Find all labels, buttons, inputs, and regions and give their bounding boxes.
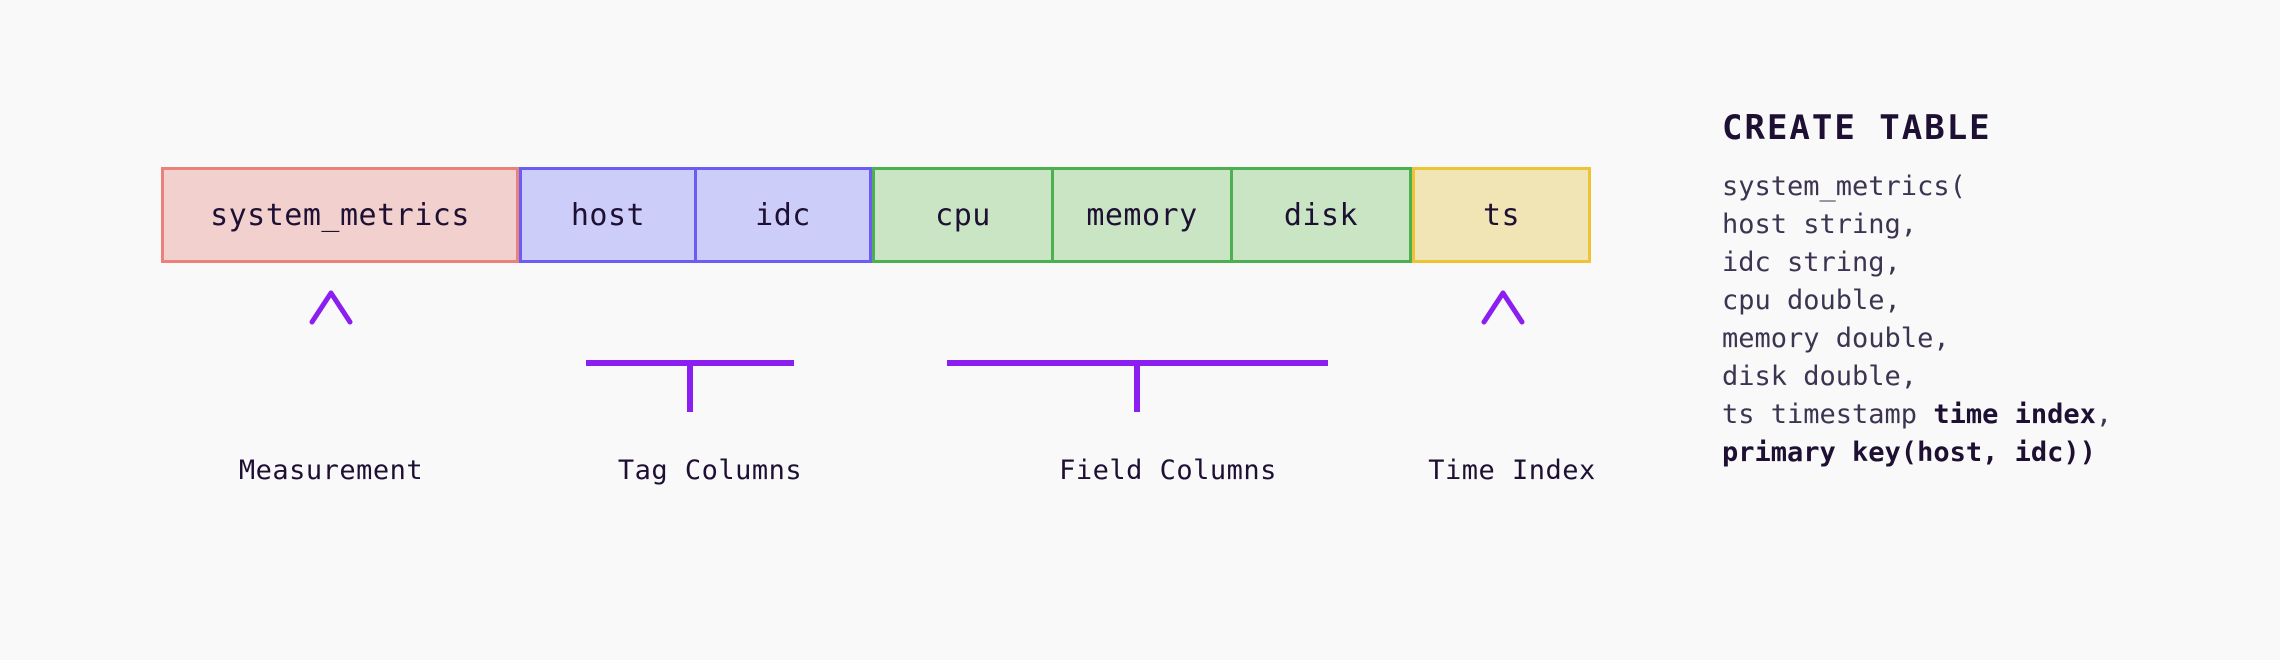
sql-line: primary key(host, idc)) <box>1722 434 2242 472</box>
sql-statement-body: system_metrics(host string, idc string, cp… <box>1722 168 2242 472</box>
sql-line: cpu double, <box>1722 285 1901 316</box>
schema-strip: system_metrics host idc cpu memory disk … <box>161 167 1591 263</box>
connector-arrow-time-index <box>1481 290 1525 415</box>
sql-line: system_metrics( <box>1722 171 1966 202</box>
annotation-label-field-columns: Field Columns <box>1059 455 1277 486</box>
connector-bracket-tag <box>586 300 794 412</box>
annotation-label-measurement: Measurement <box>238 455 424 486</box>
sql-keyword: primary key(host, idc)) <box>1722 437 2096 468</box>
segment-measurement: system_metrics <box>161 167 519 263</box>
segment-tag-columns: host idc <box>519 167 872 263</box>
sql-line: memory double, <box>1722 323 1950 354</box>
sql-line: host string, <box>1722 209 1918 240</box>
sql-line: disk double, <box>1722 361 1918 392</box>
annotation-label-tag-columns: Tag Columns <box>617 455 803 486</box>
sql-line: idc string, <box>1722 247 1901 278</box>
segment-time-index: ts <box>1412 167 1591 263</box>
column-cell-ts[interactable]: ts <box>1412 167 1591 263</box>
annotation-label-time-index: Time Index <box>1428 455 1596 486</box>
segment-field-columns: cpu memory disk <box>872 167 1412 263</box>
column-cell-system-metrics[interactable]: system_metrics <box>161 167 519 263</box>
column-cell-cpu[interactable]: cpu <box>872 167 1054 263</box>
column-cell-disk[interactable]: disk <box>1230 167 1412 263</box>
connector-bracket-field <box>947 300 1328 412</box>
connector-arrow-measurement <box>309 290 353 415</box>
sql-title: CREATE TABLE <box>1722 108 1992 148</box>
column-cell-idc[interactable]: idc <box>694 167 872 263</box>
sql-panel: CREATE TABLE system_metrics(host string,… <box>1722 108 2242 472</box>
sql-keyword: time index <box>1933 399 2096 430</box>
column-cell-host[interactable]: host <box>519 167 697 263</box>
sql-line: ts timestamp time index, <box>1722 399 2113 430</box>
column-cell-memory[interactable]: memory <box>1051 167 1233 263</box>
